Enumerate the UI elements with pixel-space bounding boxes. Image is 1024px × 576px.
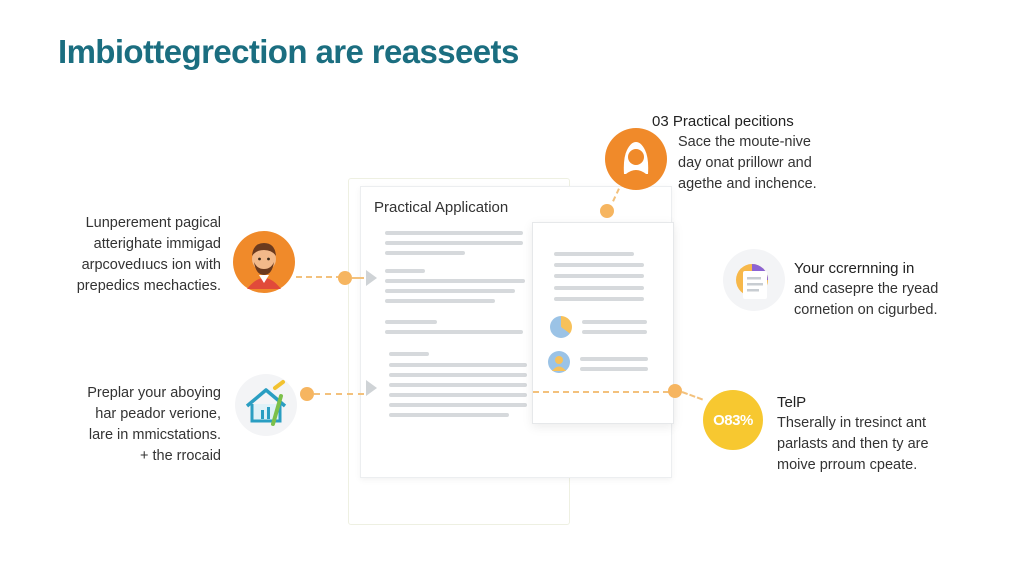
doc-line <box>554 286 644 290</box>
text-line: Preplar your aboying <box>87 385 221 401</box>
doc-line <box>580 357 648 361</box>
doc-line <box>554 263 644 267</box>
arrow-icon <box>366 380 377 396</box>
connector-line <box>314 393 364 395</box>
doc-line <box>389 373 527 377</box>
doc-line <box>385 231 523 235</box>
left-text-block-2: Preplar your aboying har peador verione,… <box>68 383 221 467</box>
doc-line <box>389 403 527 407</box>
connector-line <box>296 276 342 278</box>
doc-line <box>385 241 523 245</box>
man-avatar-icon <box>233 231 295 293</box>
block-heading: 03 Practical pecitions <box>652 113 794 130</box>
right-text-block-3: TelP Thserally in tresinct ant parlasts … <box>777 392 947 476</box>
text-line: Lunperement pagical <box>85 215 221 231</box>
doc-line <box>580 367 648 371</box>
doc-line <box>389 383 527 387</box>
doc-line <box>554 252 634 256</box>
right-text-block-1: 03 Practical pecitions Sace the moute-ni… <box>652 111 832 195</box>
doc-line <box>389 393 527 397</box>
arrow-icon <box>366 270 377 286</box>
doc-line <box>385 251 465 255</box>
text-line: arpcovedıucs ion with <box>81 257 221 273</box>
text-line: prepedics mechacties. <box>76 278 221 294</box>
text-line: har peador verione, <box>95 406 221 422</box>
text-line: Thserally in tresinct ant <box>777 415 927 431</box>
page-title: Imbiottegrection are reasseets <box>58 33 519 70</box>
left-text-block-1: Lunperement pagical atterighate immigad … <box>68 213 221 297</box>
house-icon <box>235 374 297 436</box>
percent-badge-icon: O83% <box>703 390 763 450</box>
doc-line <box>385 320 437 324</box>
text-line: cornetion on cigurbed. <box>794 302 938 318</box>
connector-line <box>681 391 704 401</box>
doc-line <box>582 320 647 324</box>
doc-line <box>385 289 515 293</box>
doc-line <box>385 279 525 283</box>
document-title: Practical Application <box>374 199 509 216</box>
person-head-icon <box>605 128 667 190</box>
doc-line <box>554 297 644 301</box>
text-line: agethe and inchence. <box>678 176 817 192</box>
connector-dot <box>338 271 352 285</box>
text-line: lare in mmicstations. <box>88 427 221 443</box>
block-heading: TelP <box>777 394 807 411</box>
block-heading: Your ccrernning in <box>794 260 915 277</box>
connector-dot <box>600 204 614 218</box>
text-line: moive prroum cpeate. <box>777 457 918 473</box>
doc-line <box>582 330 647 334</box>
doc-line <box>389 413 509 417</box>
doc-line <box>554 274 644 278</box>
doc-line <box>389 352 429 356</box>
connector-line <box>352 277 364 279</box>
text-line: day onat prillowr and <box>678 155 812 171</box>
text-line: atterighate immigad <box>93 236 221 252</box>
text-line: and casepre the ryead <box>794 281 939 297</box>
doc-line <box>385 330 523 334</box>
text-line: Sace the moute-nive <box>678 134 811 150</box>
document-pie-icon <box>723 249 785 311</box>
text-line: parlasts and then ty are <box>777 436 929 452</box>
badge-text: O83% <box>713 411 753 429</box>
connector-line <box>533 391 669 393</box>
pie-chart-icon <box>550 316 572 338</box>
doc-line <box>385 299 495 303</box>
person-mini-icon <box>548 351 570 373</box>
doc-line <box>385 269 425 273</box>
connector-dot <box>668 384 682 398</box>
text-line: + the rrocaid <box>139 448 221 464</box>
connector-dot <box>300 387 314 401</box>
right-text-block-2: Your ccrernning in and casepre the ryead… <box>794 258 954 321</box>
doc-line <box>389 363 527 367</box>
